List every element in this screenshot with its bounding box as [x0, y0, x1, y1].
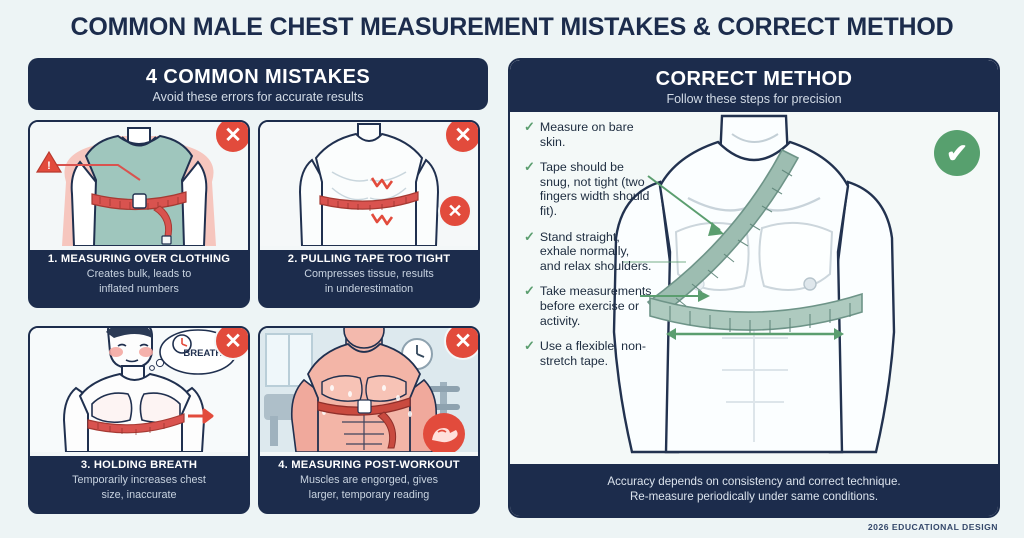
step-item-5: ✓ Use a flexible, non-stretch tape. [524, 339, 652, 368]
mistake-card-3-caption: 3. HOLDING BREATH Temporarily increases … [30, 452, 248, 512]
mistake-1-subtitle-line2: inflated numbers [99, 283, 179, 295]
breathe-bubble-label: BREATHE [183, 348, 228, 359]
page-title: COMMON MALE CHEST MEASUREMENT MISTAKES &… [70, 13, 954, 41]
mistake-3-subtitle-line1: Temporarily increases chest [72, 474, 206, 486]
post-workout-gym-illustration [260, 328, 478, 455]
left-panel-title: 4 COMMON MISTAKES [145, 66, 371, 88]
step-item-2: ✓ Tape should be snug, not tight (two fi… [524, 160, 652, 218]
right-panel-subtitle: Follow these steps for precision [666, 92, 842, 106]
mistake-4-subtitle-line1: Muscles are engorged, gives [299, 474, 439, 486]
mistake-card-4-caption: 4. MEASURING POST-WORKOUT Muscles are en… [260, 452, 478, 512]
step-2-text: Tape should be snug, not tight (two fing… [539, 160, 650, 218]
step-5-text: Use a flexible, non-stretch tape. [539, 339, 646, 368]
correct-method-steps: ✓ Measure on bare skin. ✓ Tape should be… [524, 120, 652, 379]
check-icon: ✓ [524, 159, 535, 175]
step-item-3: ✓ Stand straight, exhale normally, and r… [524, 228, 652, 274]
check-icon: ✓ [524, 228, 535, 244]
mistake-4-subtitle-line2: larger, temporary reading [308, 489, 430, 501]
step-item-4: ✓ Take measurements before exercise or a… [524, 284, 652, 328]
right-panel-header: CORRECT METHOD Follow these steps for pr… [510, 60, 998, 112]
mistake-3-title: 3. HOLDING BREATH [80, 459, 198, 471]
mistake-card-1[interactable]: ! ✕ 1. MEASURING OVER CLOTHING Creates b… [28, 120, 250, 308]
check-icon: ✓ [524, 283, 535, 299]
right-panel: CORRECT METHOD Follow these steps for pr… [508, 58, 1000, 518]
mistake-card-3-illustration: BREATHE [30, 328, 248, 458]
mistake-card-4-illustration [260, 328, 478, 458]
mistake-2-x-badge: ✕ [444, 122, 478, 154]
left-panel-header: 4 COMMON MISTAKES Avoid these errors for… [28, 58, 488, 110]
left-panel-subtitle: Avoid these errors for accurate results [152, 90, 364, 104]
correct-method-check-badge: ✔ [934, 130, 980, 176]
mistake-card-2-caption: 2. PULLING TAPE TOO TIGHT Compresses tis… [260, 246, 478, 306]
check-icon: ✓ [524, 119, 535, 134]
right-panel-body: ✓ Measure on bare skin. ✓ Tape should be… [510, 112, 998, 468]
footer-line-2: Re-measure periodically under same condi… [629, 490, 879, 503]
mistake-2-x-badge-secondary: ✕ [438, 194, 472, 228]
holding-breath-illustration: BREATHE [30, 328, 248, 453]
mistake-2-title: 2. PULLING TAPE TOO TIGHT [287, 253, 451, 265]
right-panel-title: CORRECT METHOD [655, 68, 853, 90]
tight-tape-torso-illustration [260, 122, 478, 247]
mistake-card-1-caption: 1. MEASURING OVER CLOTHING Creates bulk,… [30, 246, 248, 306]
mistake-1-subtitle-line1: Creates bulk, leads to [86, 268, 192, 280]
mistake-card-4[interactable]: ✕ 4. MEASURING POST-WORKOUT Muscles are … [258, 326, 480, 514]
step-1-text: Measure on bare skin. [539, 120, 634, 149]
mistake-3-subtitle-line2: size, inaccurate [101, 489, 177, 501]
step-item-1: ✓ Measure on bare skin. [524, 120, 652, 149]
mistake-card-2[interactable]: ✕ ✕ 2. PULLING TAPE TOO TIGHT Compresses… [258, 120, 480, 308]
svg-text:!: ! [47, 160, 51, 172]
correct-method-illustration [510, 112, 998, 468]
mistake-4-x-badge: ✕ [444, 328, 478, 360]
mistake-4-title: 4. MEASURING POST-WORKOUT [278, 459, 460, 471]
mistake-1-title: 1. MEASURING OVER CLOTHING [47, 253, 231, 265]
mistake-card-3[interactable]: BREATHE ✕ 3. HOLDING BREATH Temporarily … [28, 326, 250, 514]
mistake-1-x-badge: ✕ [214, 122, 248, 154]
step-3-text: Stand straight, exhale normally, and rel… [539, 229, 652, 273]
footer-line-1: Accuracy depends on consistency and corr… [607, 475, 901, 488]
man-in-tshirt-illustration: ! [30, 122, 248, 247]
step-4-text: Take measurements before exercise or act… [539, 284, 652, 328]
right-panel-footer: Accuracy depends on consistency and corr… [510, 464, 998, 516]
mistake-3-x-badge: ✕ [214, 328, 248, 360]
check-icon: ✓ [524, 338, 535, 354]
mistake-card-1-illustration: ! [30, 122, 248, 252]
credit-line: 2026 EDUCATIONAL DESIGN [867, 522, 998, 532]
mistake-2-subtitle-line1: Compresses tissue, results [304, 268, 434, 280]
mistake-card-2-illustration [260, 122, 478, 252]
mistake-2-subtitle-line2: in underestimation [324, 283, 414, 295]
